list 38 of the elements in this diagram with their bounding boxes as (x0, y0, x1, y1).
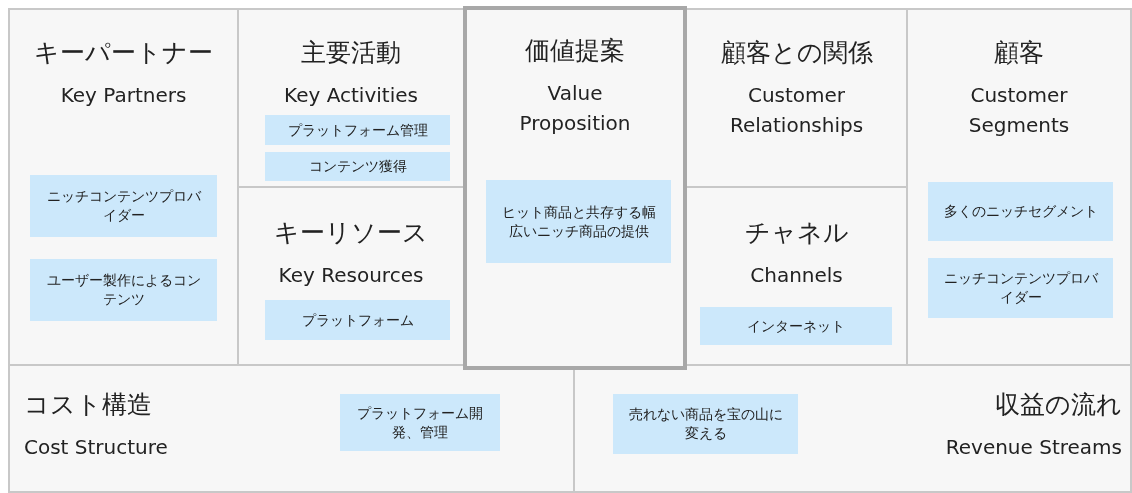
section-heading: コスト構造 (24, 390, 152, 420)
sticky-note: コンテンツ獲得 (265, 152, 450, 181)
section-subheading: Revenue Streams (945, 434, 1122, 461)
sticky-note: ニッチコンテンツプロバイダー (928, 258, 1113, 318)
section-subheading: Value Proposition (518, 80, 632, 137)
sticky-note: インターネット (700, 307, 892, 345)
sticky-note: 売れない商品を宝の山に変える (613, 394, 798, 454)
sticky-note: ユーザー製作によるコンテンツ (30, 259, 217, 321)
section-heading: 価値提案 (525, 36, 625, 66)
canvas-section (8, 364, 575, 493)
section-subheading: Key Activities (284, 82, 418, 109)
section-heading: 顧客との関係 (720, 38, 873, 68)
canvas-section (685, 8, 908, 188)
section-subheading: Key Resources (278, 262, 424, 289)
canvas-section (237, 8, 465, 188)
section-heading: キーリソース (274, 218, 428, 248)
sticky-note: プラットフォーム開発、管理 (340, 394, 500, 451)
section-subheading: Key Partners (60, 82, 187, 109)
sticky-note: ヒット商品と共存する幅広いニッチ商品の提供 (486, 180, 671, 263)
section-subheading: Channels (750, 262, 843, 289)
canvas-section (573, 364, 1132, 493)
sticky-note: ニッチコンテンツプロバイダー (30, 175, 217, 237)
section-heading: 収益の流れ (995, 390, 1122, 420)
section-subheading: Cost Structure (24, 434, 168, 461)
section-subheading: Customer Segments (967, 82, 1071, 139)
sticky-note: プラットフォーム (265, 300, 450, 340)
canvas-section (237, 186, 465, 366)
sticky-note: プラットフォーム管理 (265, 115, 450, 145)
canvas-section (8, 8, 239, 366)
canvas-section (463, 6, 687, 370)
canvas-section (906, 8, 1132, 366)
section-heading: 顧客 (994, 38, 1044, 68)
section-heading: キーパートナー (34, 38, 213, 68)
canvas-section (685, 186, 908, 366)
sticky-note: 多くのニッチセグメント (928, 182, 1113, 241)
section-heading: 主要活動 (301, 38, 401, 68)
section-subheading: Customer Relationships (728, 82, 865, 139)
section-heading: チャネル (744, 218, 849, 248)
